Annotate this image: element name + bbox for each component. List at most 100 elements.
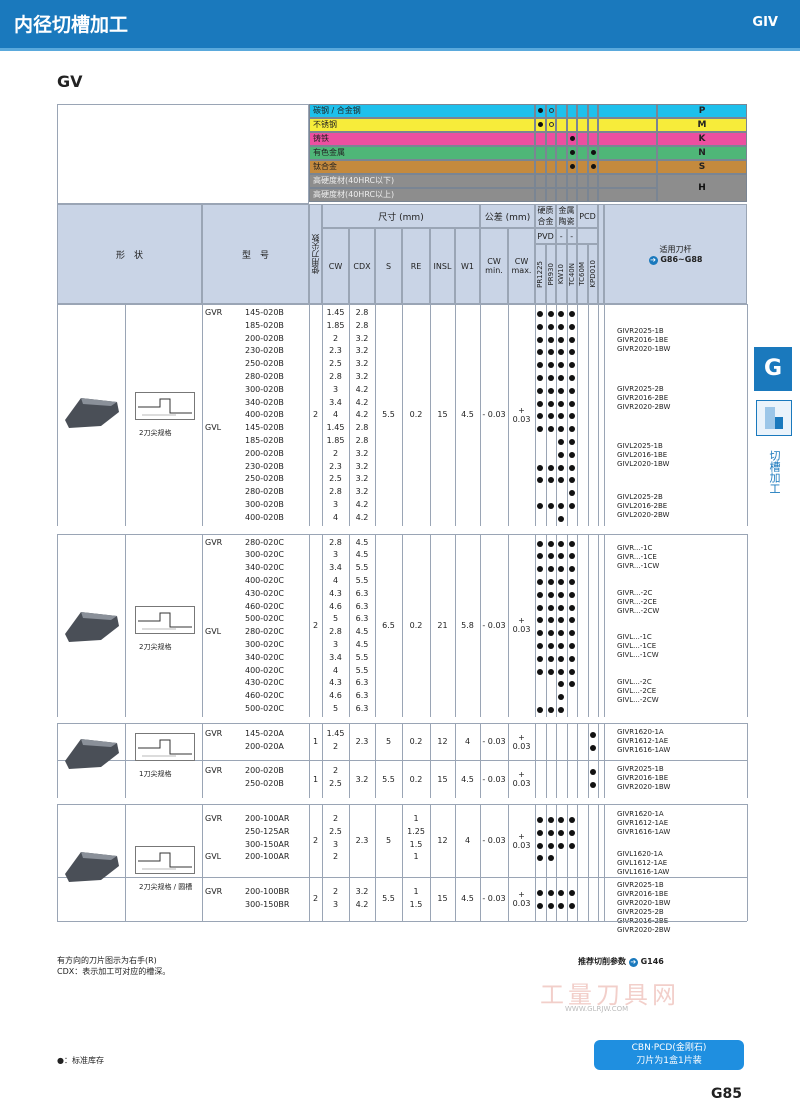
material-row-label: 不锈钢 xyxy=(309,118,535,132)
model-code: 460-020C xyxy=(245,691,285,701)
grid-line xyxy=(587,722,589,761)
stock-dot xyxy=(537,323,544,330)
model-code: 300-020C xyxy=(245,640,285,649)
cw-value: 2.3 xyxy=(329,461,342,471)
cdx-value: 5.5 xyxy=(355,576,369,585)
cdx-value: 3.2 xyxy=(355,461,369,471)
side-label: GVL xyxy=(205,852,222,862)
side-tab-letter[interactable]: G xyxy=(754,347,792,391)
grid-line xyxy=(604,304,605,526)
stock-dot xyxy=(547,503,554,509)
model-code: 250-020B xyxy=(245,359,284,369)
cdx-value: 4.2 xyxy=(355,500,369,509)
cdx-value: 2.8 xyxy=(355,436,369,445)
grid-line xyxy=(402,722,403,761)
stock-dot xyxy=(558,464,565,471)
header-w1: W1 xyxy=(455,228,480,304)
grid-line xyxy=(375,304,376,526)
stock-dot xyxy=(568,477,575,484)
edges-value: 2 xyxy=(312,620,319,630)
material-grade-cell xyxy=(587,188,598,202)
stock-dot xyxy=(568,655,575,662)
cdx-value: 4.2 xyxy=(355,397,369,407)
grid-line xyxy=(202,877,203,921)
stock-dot xyxy=(547,591,554,598)
suitability-dot xyxy=(590,164,596,169)
grid-line xyxy=(566,760,568,798)
model-code: 145-020A xyxy=(245,728,284,738)
holder-code: GIVR2020-1BW xyxy=(617,345,671,353)
grid-line xyxy=(57,304,747,305)
stock-dot xyxy=(537,400,544,407)
stock-dot xyxy=(558,617,565,624)
grid-line xyxy=(125,304,126,526)
grid-line xyxy=(604,722,605,761)
holder-ref-link[interactable]: ➔ G86~G88 xyxy=(648,255,702,265)
grid-line xyxy=(508,804,509,878)
stock-dot xyxy=(558,515,565,522)
stock-dot xyxy=(537,842,544,849)
material-grade-cell xyxy=(577,104,588,118)
grid-line xyxy=(747,804,748,878)
cdx-value: 6.3 xyxy=(355,691,369,701)
model-code: 400-020C xyxy=(245,665,285,675)
stock-dot xyxy=(537,579,544,585)
material-grade-cell xyxy=(556,118,567,132)
cw-value: 4 xyxy=(332,665,339,675)
model-code: 200-100AR xyxy=(245,814,290,823)
material-grade-cell xyxy=(566,104,577,118)
grid-line xyxy=(455,304,456,526)
shape-group-4 xyxy=(61,844,123,884)
cdx-value: 3.2 xyxy=(355,887,369,897)
grid-line xyxy=(349,722,350,761)
legend-note: ●：标准库存 xyxy=(57,1056,104,1065)
material-grade-cell xyxy=(556,188,567,202)
cdx-value: 5.5 xyxy=(355,665,369,675)
stock-dot xyxy=(547,668,554,675)
model-code: 230-020B xyxy=(245,346,284,356)
cw-value: 3 xyxy=(332,839,339,849)
stock-dot xyxy=(537,336,544,343)
cdx-value: 3.2 xyxy=(355,359,369,369)
stock-dot xyxy=(547,643,554,649)
grid-line xyxy=(455,722,456,761)
grid-line xyxy=(598,877,599,921)
cdx-value: 2.8 xyxy=(355,308,369,317)
side-label: GVL xyxy=(205,423,222,433)
grid-line xyxy=(125,722,126,761)
stock-dot xyxy=(547,400,554,407)
stock-dot xyxy=(568,829,575,836)
grid-line xyxy=(309,722,310,761)
grid-line xyxy=(545,722,547,761)
stock-dot xyxy=(547,553,554,560)
material-grade-cell xyxy=(545,132,556,146)
side-label: GVL xyxy=(205,627,222,637)
re-value: 0.2 xyxy=(409,737,423,747)
cw-value: 1.85 xyxy=(326,320,345,330)
grid-line xyxy=(480,877,481,921)
edges-value: 1 xyxy=(312,774,319,784)
grid-line xyxy=(587,760,589,798)
cdx-value: 5.5 xyxy=(355,652,369,662)
stock-dot xyxy=(547,855,554,862)
stock-dot xyxy=(589,769,596,776)
stock-dot xyxy=(537,707,544,713)
stock-dot xyxy=(558,336,565,343)
product-table: 碳钢 / 合金钢不锈钢铸铁有色金属钛合金高硬度材(40HRC以下)高硬度材(40… xyxy=(57,104,748,952)
stock-dot xyxy=(537,503,544,509)
stock-dot xyxy=(568,387,575,394)
model-code: 340-020B xyxy=(245,397,284,407)
grid-line xyxy=(349,760,350,798)
cbn-pcd-box: CBN·PCD(金刚石) 刀片为1盒1片装 xyxy=(594,1040,744,1070)
model-code: 230-020B xyxy=(245,461,284,471)
grid-line xyxy=(587,304,589,526)
recommend-link[interactable]: 推荐切削参数 ➔ G146 xyxy=(578,956,664,967)
grooving-icon xyxy=(756,400,792,436)
grid-line xyxy=(545,533,547,717)
cdx-value: 3.2 xyxy=(355,346,369,356)
model-code: 500-020C xyxy=(245,614,285,624)
grid-line xyxy=(57,804,747,805)
cw-value: 4 xyxy=(332,512,339,522)
stock-dot xyxy=(558,400,565,407)
